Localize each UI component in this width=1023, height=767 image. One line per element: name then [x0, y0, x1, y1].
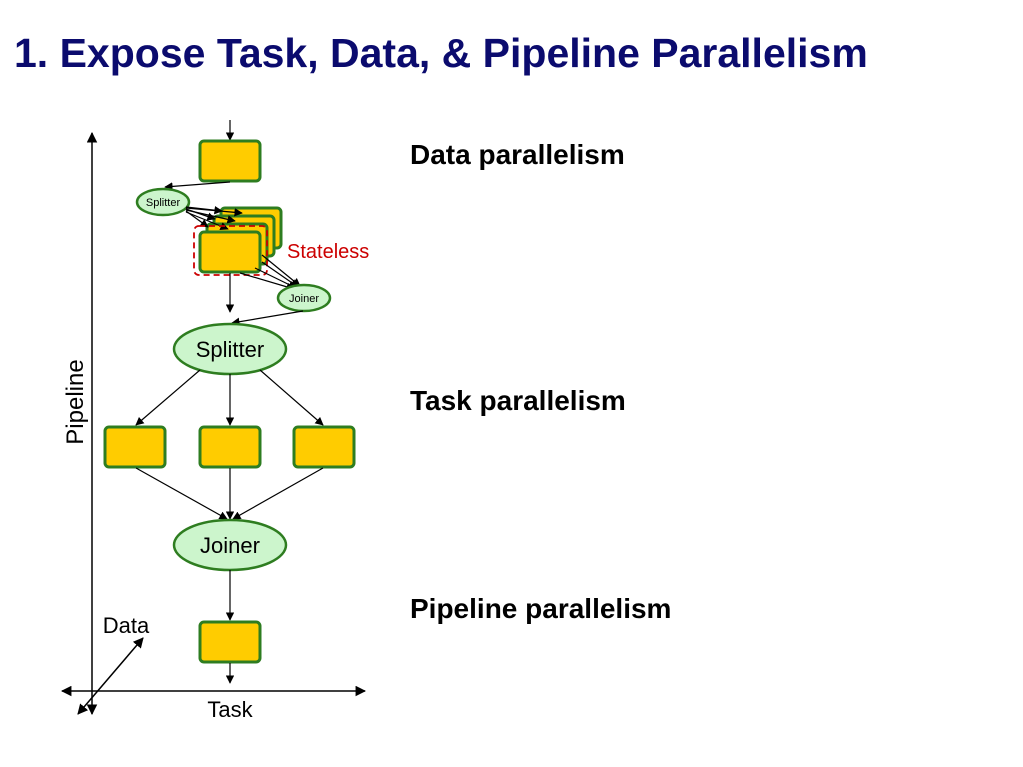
edge-small-joiner-to-splitter	[231, 310, 304, 326]
task-filter-left	[103, 425, 167, 469]
data-filter-replica-1	[198, 230, 262, 274]
edge-to-small-joiner-4	[239, 272, 295, 291]
edge-left-to-joiner	[135, 467, 228, 520]
splitter-label: Splitter	[196, 337, 264, 362]
axis-data-label: Data	[103, 613, 150, 638]
edge-small-splitter-4	[185, 209, 236, 224]
small-splitter	[135, 187, 191, 217]
axis-pipeline-label: Pipeline	[62, 359, 89, 444]
small-joiner	[276, 283, 332, 313]
edge-top-to-small-splitter	[164, 181, 231, 191]
edge-right-to-joiner	[232, 467, 324, 520]
stateless-region	[193, 225, 268, 276]
task-parallelism-label: Task parallelism	[410, 385, 626, 416]
pipeline-parallelism-label: Pipeline parallelism	[410, 593, 672, 624]
data-parallelism-label: Data parallelism	[410, 139, 625, 170]
task-filter-right	[292, 425, 356, 469]
edge-splitter-left	[135, 369, 201, 426]
edge-small-splitter-2	[185, 207, 243, 217]
small-joiner-label: Joiner	[289, 293, 319, 305]
small-splitter-label: Splitter	[146, 197, 181, 209]
data-axis	[77, 637, 144, 715]
joiner-label: Joiner	[200, 533, 260, 558]
edge-splitter-right	[259, 369, 324, 426]
slide-title: 1. Expose Task, Data, & Pipeline Paralle…	[14, 30, 868, 76]
filter-box-top	[198, 139, 262, 183]
filter-box-bottom	[198, 620, 262, 664]
axis-task-label: Task	[207, 697, 253, 722]
stateless-label: Stateless	[287, 241, 369, 263]
task-filter-middle	[198, 425, 262, 469]
